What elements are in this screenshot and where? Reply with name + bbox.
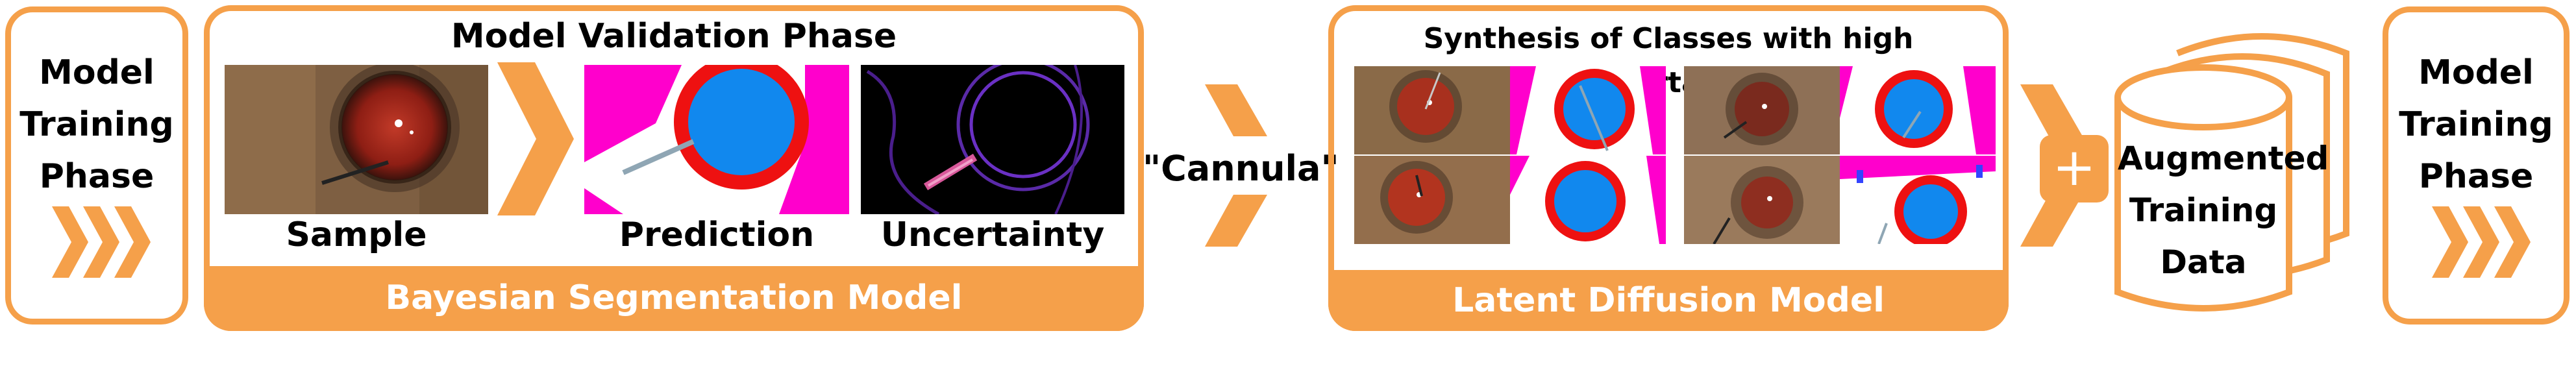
prediction-label: Prediction: [619, 215, 815, 254]
synthesized-sample-2: [1354, 156, 1510, 244]
left-title-line-1: Model: [39, 53, 155, 92]
database-line-1: Augmented: [2118, 140, 2329, 177]
database-label: Augmented Training Data: [2118, 132, 2329, 288]
prediction-image: [584, 65, 849, 214]
synthesis-footer-label: Latent Diffusion Model: [1452, 281, 1885, 320]
cannula-arrow-bottom-icon: [1205, 195, 1267, 247]
right-title-line-2: Training: [2399, 105, 2553, 144]
right-training-panel: [2383, 6, 2570, 325]
cannula-arrow-top-icon: [1205, 84, 1267, 136]
plus-icon: +: [2052, 137, 2096, 197]
validation-footer-label: Bayesian Segmentation Model: [385, 278, 963, 317]
left-training-panel: [5, 6, 188, 325]
right-title-line-3: Phase: [2418, 157, 2534, 196]
left-title-line-2: Training: [19, 105, 174, 144]
sample-label: Sample: [286, 215, 427, 254]
synthesized-mask-3: [1840, 66, 1996, 154]
synthesis-arrow-top-icon: [2020, 84, 2083, 136]
left-training-title: Model Training Phase: [5, 47, 188, 202]
left-chevrons-icon: [52, 206, 151, 278]
synthesized-mask-2: [1510, 156, 1666, 244]
database-line-2: Training: [2129, 191, 2278, 229]
synthesis-arrow-bottom-icon: [2020, 195, 2083, 247]
synthesized-sample-3: [1684, 66, 1840, 154]
synthesized-mask-4: [1840, 156, 1996, 244]
left-title-line-3: Phase: [39, 157, 155, 196]
database-icon: [2114, 33, 2349, 312]
right-chevrons-icon: [2432, 206, 2531, 278]
synthesized-sample-4: [1684, 156, 1840, 244]
synthesized-mask-1: [1510, 66, 1666, 154]
uncertainty-image: [861, 65, 1124, 214]
cannula-class-label: "Cannula": [1143, 148, 1339, 189]
database-line-3: Data: [2160, 243, 2247, 281]
synthesis-footer-band: [1328, 270, 2009, 331]
sample-image: [225, 65, 488, 214]
plus-badge: [2040, 135, 2109, 202]
validation-arrow-icon: [497, 62, 574, 215]
right-training-title: Model Training Phase: [2383, 47, 2570, 202]
validation-footer-band: [204, 266, 1144, 331]
validation-title: Model Validation Phase: [451, 17, 897, 56]
uncertainty-label: Uncertainty: [880, 215, 1105, 254]
right-title-line-1: Model: [2418, 53, 2534, 92]
synthesized-sample-1: [1354, 66, 1510, 154]
